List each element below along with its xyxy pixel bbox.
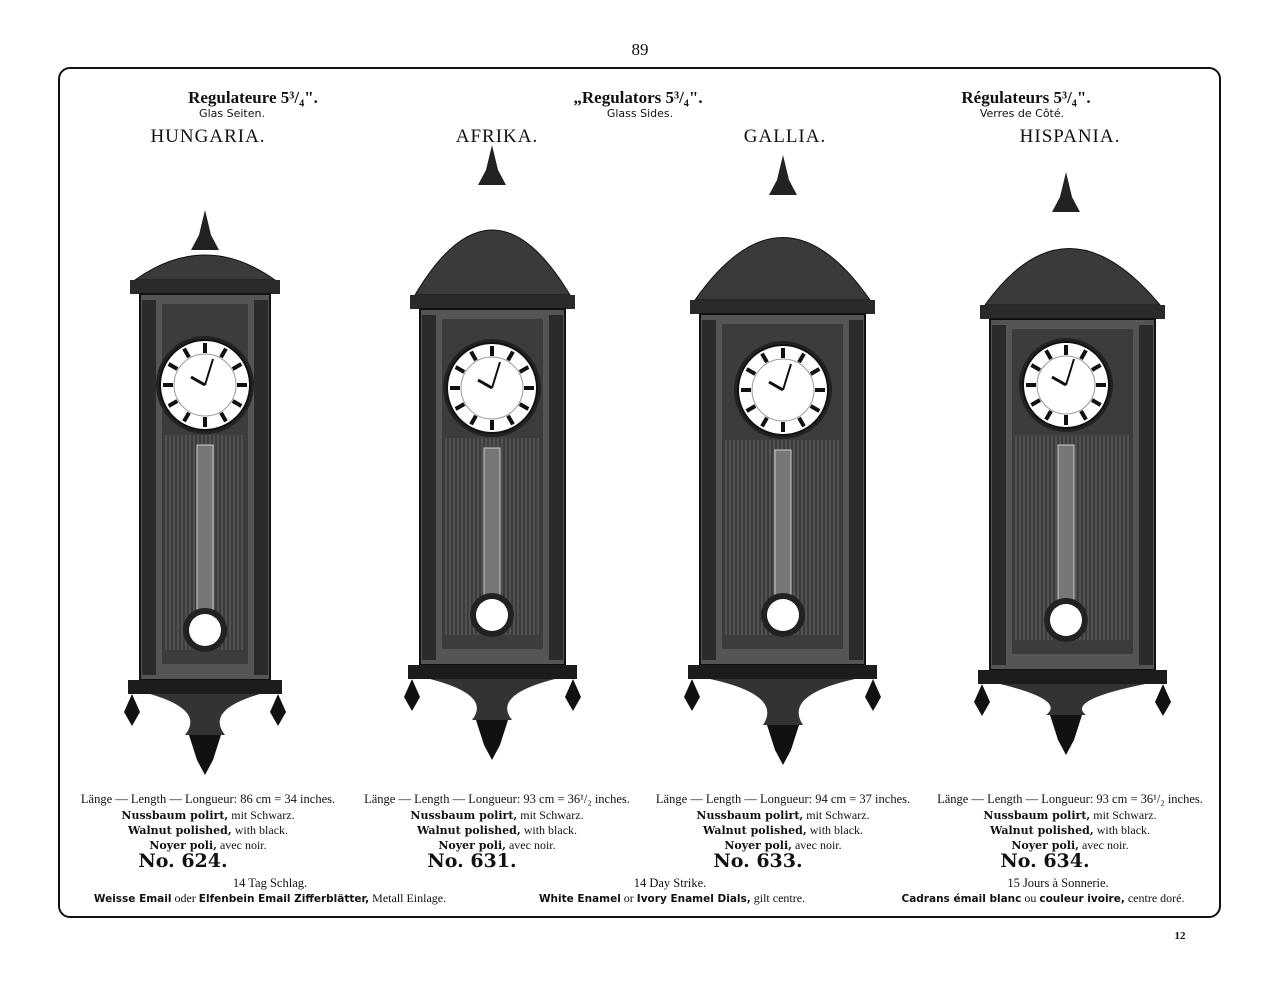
clock-name-afrika: AFRIKA.: [455, 126, 539, 147]
base-molding: [978, 670, 1167, 684]
minute-hand: [204, 358, 214, 386]
crest: [984, 248, 1162, 306]
left-column: [992, 325, 1006, 665]
finial-icon: [478, 145, 506, 185]
drop-finial-icon: [476, 720, 508, 760]
clock-name-hungaria: HUNGARIA.: [150, 126, 266, 147]
left-column: [142, 300, 156, 675]
left-column: [422, 315, 436, 660]
length-afrika: Länge — Length — Longueur: 93 cm = 36¹/₂…: [364, 792, 630, 806]
hour-hand: [1051, 375, 1067, 387]
finish-en-afrika: Walnut polished, with black.: [416, 823, 578, 837]
finish-en-hungaria: Walnut polished, with black.: [127, 823, 289, 837]
drop-finial-icon: [189, 735, 221, 775]
clock-name-hispania: HISPANIA.: [1019, 126, 1121, 147]
side-drop-icon: [1155, 684, 1171, 716]
minute-hand: [491, 361, 501, 389]
crest: [414, 229, 571, 296]
strike-english: 14 Day Strike.: [633, 876, 707, 890]
side-drop-icon: [270, 694, 286, 726]
base-molding: [128, 680, 282, 694]
length-hungaria: Länge — Length — Longueur: 86 cm = 34 in…: [80, 792, 336, 806]
hour-hand: [477, 378, 493, 390]
page-number: 89: [631, 40, 649, 59]
dials-french: Cadrans émail blanc ou couleur ivoire, c…: [901, 891, 1185, 905]
finish-en-hispania: Walnut polished, with black.: [989, 823, 1151, 837]
pendulum-bob: [1050, 604, 1082, 636]
pendulum-bob: [476, 599, 508, 631]
subheader-french: Verres de Côté.: [979, 107, 1065, 120]
bracket: [710, 679, 855, 725]
drop-finial-icon: [1050, 715, 1082, 755]
dials-german: Weisse Email oder Elfenbein Email Ziffer…: [93, 891, 447, 905]
finish-fr-hungaria: Noyer poli, avec noir.: [149, 838, 267, 852]
right-column: [254, 300, 268, 675]
subheader-german: Glas Seiten.: [199, 107, 265, 120]
pendulum-bob: [189, 614, 221, 646]
right-column: [549, 315, 563, 660]
finial-icon: [769, 155, 797, 195]
header-english: „Regulators 5³/₄".: [573, 88, 703, 107]
dials-english: White Enamel or Ivory Enamel Dials, gilt…: [538, 891, 806, 905]
subheader-english: Glass Sides.: [606, 107, 674, 120]
side-drop-icon: [404, 679, 420, 711]
base-molding: [408, 665, 577, 679]
finial-icon: [1052, 172, 1080, 212]
side-drop-icon: [565, 679, 581, 711]
hour-hand: [768, 380, 784, 392]
finish-en-gallia: Walnut polished, with black.: [702, 823, 864, 837]
strike-german: 14 Tag Schlag.: [232, 876, 308, 890]
side-drop-icon: [684, 679, 700, 711]
crest: [133, 254, 277, 281]
left-column: [702, 320, 716, 660]
header-french: Régulateurs 5³/₄".: [961, 88, 1091, 107]
pendulum-rod: [483, 447, 501, 596]
footer-number: 12: [1174, 930, 1186, 942]
finial-icon: [191, 210, 219, 250]
model-number-hungaria: No. 624.: [138, 850, 228, 872]
strike-french: 15 Jours à Sonnerie.: [1007, 876, 1109, 890]
finish-fr-gallia: Noyer poli, avec noir.: [724, 838, 842, 852]
length-hispania: Länge — Length — Longueur: 93 cm = 36¹/₂…: [937, 792, 1203, 806]
side-drop-icon: [865, 679, 881, 711]
cornice: [410, 295, 575, 309]
model-number-gallia: No. 633.: [713, 850, 803, 872]
header-german: Regulateure 5³/₄".: [188, 88, 318, 107]
finish-de-gallia: Nussbaum polirt, mit Schwarz.: [696, 808, 870, 822]
right-column: [849, 320, 863, 660]
crest: [694, 237, 871, 301]
pendulum-rod: [196, 444, 214, 611]
pendulum-bob: [767, 599, 799, 631]
drop-finial-icon: [767, 725, 799, 765]
bracket: [150, 694, 260, 735]
minute-hand: [1065, 358, 1075, 386]
minute-hand: [782, 363, 792, 391]
page-border: [58, 67, 1221, 918]
finish-fr-afrika: Noyer poli, avec noir.: [438, 838, 556, 852]
finish-de-afrika: Nussbaum polirt, mit Schwarz.: [410, 808, 584, 822]
base-molding: [688, 665, 877, 679]
pendulum-rod: [1057, 444, 1075, 601]
side-drop-icon: [974, 684, 990, 716]
finish-de-hispania: Nussbaum polirt, mit Schwarz.: [983, 808, 1157, 822]
pendulum-rod: [774, 449, 792, 596]
finish-fr-hispania: Noyer poli, avec noir.: [1011, 838, 1129, 852]
model-number-hispania: No. 634.: [1000, 850, 1090, 872]
hour-hand: [190, 375, 206, 387]
model-number-afrika: No. 631.: [427, 850, 517, 872]
bracket: [1000, 684, 1145, 715]
side-drop-icon: [124, 694, 140, 726]
clock-name-gallia: GALLIA.: [743, 126, 827, 147]
length-gallia: Länge — Length — Longueur: 94 cm = 37 in…: [655, 792, 911, 806]
cornice: [690, 300, 875, 314]
right-column: [1139, 325, 1153, 665]
finish-de-hungaria: Nussbaum polirt, mit Schwarz.: [121, 808, 295, 822]
cornice: [130, 280, 280, 294]
cornice: [980, 305, 1165, 319]
bracket: [430, 679, 555, 720]
